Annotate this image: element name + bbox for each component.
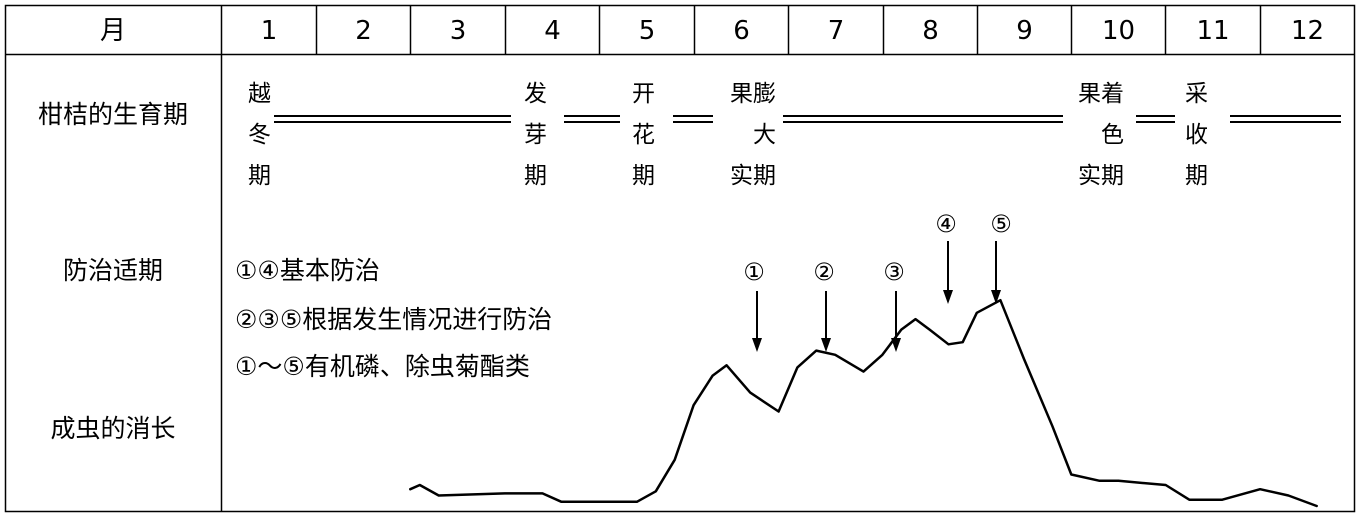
month-label-6: 6	[733, 16, 750, 46]
curve-point	[947, 343, 950, 346]
curve-point	[1023, 358, 1025, 360]
curve-point	[1098, 480, 1101, 482]
curve-point	[1164, 484, 1167, 486]
legend-conditional-control: ②③⑤根据发生情况进行防治	[235, 305, 553, 334]
curve-point	[796, 366, 799, 369]
curve-point	[673, 459, 676, 461]
pest-population-curve	[409, 298, 1318, 508]
curve-point	[409, 488, 412, 491]
stage-text: 期	[632, 163, 655, 189]
month-label-5: 5	[638, 16, 656, 46]
pest-curve-points	[409, 299, 1318, 507]
stage-text: 芽	[524, 122, 547, 148]
stage-harvest: 采 收 期	[1185, 74, 1208, 197]
month-label-10: 10	[1101, 16, 1136, 46]
marker-arrow-4	[943, 241, 953, 304]
curve-point	[1117, 480, 1120, 482]
row-label-growth-stages: 柑桔的生育期	[37, 100, 189, 129]
month-header-label: 月	[99, 16, 127, 46]
month-label-7: 7	[827, 16, 845, 46]
stage-text: 期	[1185, 163, 1208, 189]
stage-text: 实期	[730, 163, 776, 189]
month-label-4: 4	[544, 16, 561, 46]
curve-point	[1051, 425, 1054, 428]
month-label-2: 2	[355, 16, 372, 46]
legend-basic-control: ①④基本防治	[235, 256, 380, 285]
control-marker-2: ②	[813, 258, 835, 286]
curve-point	[560, 501, 563, 503]
marker-arrow-3	[891, 291, 901, 352]
control-marker-3: ③	[883, 258, 905, 286]
marker-arrow-1	[752, 291, 762, 352]
curve-point	[437, 494, 440, 497]
curve-point	[1259, 488, 1261, 491]
control-marker-4: ④	[935, 210, 957, 238]
curve-point	[928, 328, 931, 331]
month-label-1: 1	[260, 16, 278, 46]
curve-point	[961, 341, 964, 344]
stage-text: 期	[248, 163, 271, 189]
marker-arrows	[752, 241, 1001, 352]
curve-point	[711, 375, 714, 377]
row-label-pest-population: 成虫的消长	[50, 414, 176, 443]
curve-point	[541, 492, 544, 495]
stage-text: 果膨	[730, 81, 776, 107]
curve-point	[419, 484, 421, 486]
stage-text: 发	[524, 81, 547, 107]
stage-text: 期	[524, 163, 547, 189]
marker-arrow-5	[991, 241, 1001, 304]
curve-point	[1070, 473, 1073, 476]
curve-point	[504, 492, 506, 495]
curve-point	[1315, 505, 1318, 507]
curve-point	[999, 299, 1002, 302]
curve-point	[777, 410, 780, 413]
curve-point	[862, 370, 865, 373]
table-border	[4, 4, 1356, 513]
curve-point	[1221, 498, 1224, 501]
month-label-11: 11	[1196, 16, 1230, 46]
stage-text: 越	[248, 81, 271, 107]
curve-point	[598, 501, 600, 503]
curve-point	[881, 354, 884, 356]
control-marker-1: ①	[743, 258, 765, 286]
curve-point	[1188, 498, 1191, 501]
stage-text: 开	[632, 81, 655, 107]
curve-point	[692, 404, 695, 407]
curve-point	[914, 318, 917, 320]
stage-text: 收	[1185, 122, 1208, 148]
month-label-12: 12	[1290, 16, 1325, 46]
stage-lines	[274, 115, 1341, 123]
stage-flowering: 开 花 期	[632, 74, 655, 197]
month-label-9: 9	[1016, 16, 1033, 46]
control-marker-5: ⑤	[990, 210, 1012, 238]
marker-arrow-2	[821, 291, 831, 352]
stage-fruit-enlargement: 果膨 大 实期	[728, 74, 776, 197]
stage-fruit-coloring: 果着 色 实期	[1076, 74, 1124, 197]
stage-text: 果着	[1078, 81, 1124, 107]
curve-point	[900, 328, 903, 331]
curve-point	[749, 391, 751, 394]
stage-text: 实期	[1078, 163, 1124, 189]
curve-point	[636, 501, 638, 503]
month-label-8: 8	[922, 16, 939, 46]
stage-text: 冬	[248, 122, 271, 148]
stage-text: 花	[632, 122, 655, 148]
stage-text: 采	[1185, 81, 1208, 107]
month-dividers	[315, 5, 1262, 55]
curve-point	[834, 354, 836, 356]
curve-point	[725, 364, 728, 367]
stage-budding: 发 芽 期	[524, 74, 547, 197]
row-label-control-period: 防治适期	[62, 256, 164, 285]
stage-overwintering: 越 冬 期	[248, 74, 271, 197]
curve-point	[815, 349, 818, 352]
stage-text: 大	[753, 122, 776, 148]
curve-point	[655, 490, 657, 493]
legend-pesticides: ①～⑤有机磷、除虫菊酯类	[235, 352, 530, 381]
month-label-3: 3	[449, 16, 467, 46]
curve-point	[1287, 494, 1290, 497]
curve-point	[976, 312, 978, 314]
stage-text: 色	[1101, 122, 1124, 148]
